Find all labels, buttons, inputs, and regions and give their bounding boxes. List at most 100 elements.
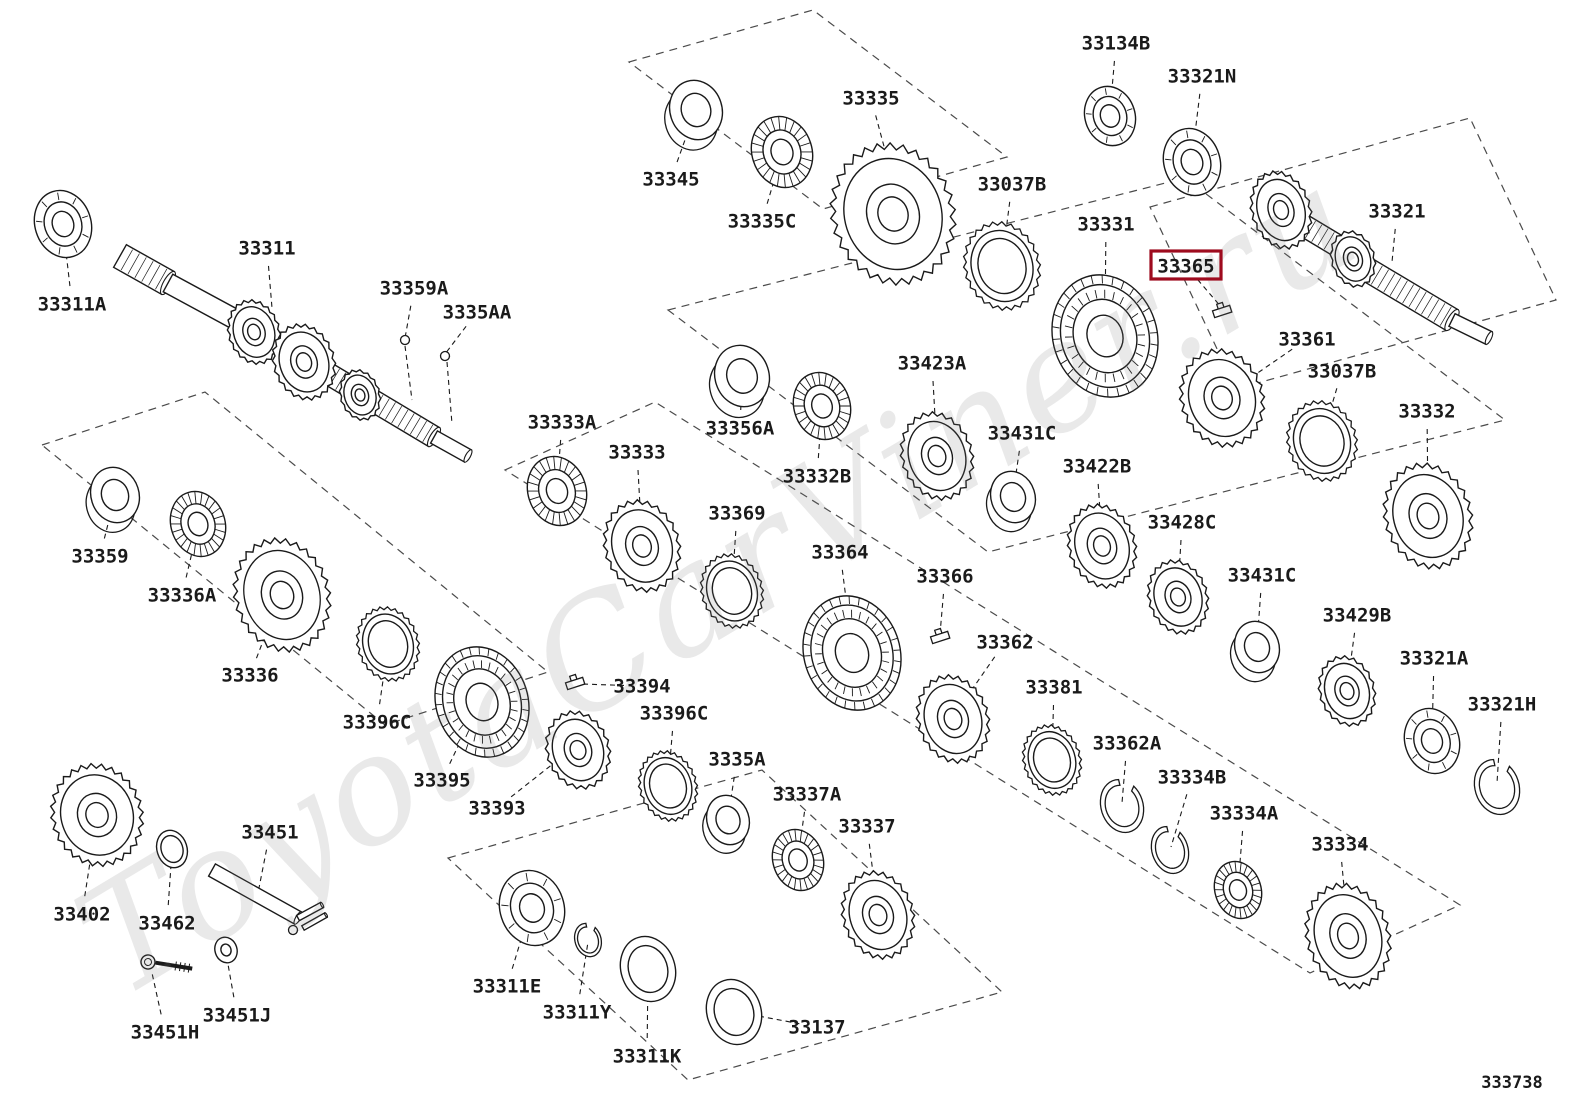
part-label-33451[interactable]: 33451 [241,822,298,844]
part-label-33332[interactable]: 33332 [1398,401,1455,423]
part-33393 [544,709,612,791]
part-number-text: 33334A [1210,803,1279,825]
part-label-33359[interactable]: 33359 [71,546,128,568]
part-label-33336[interactable]: 33336 [221,665,278,687]
part-33337 [840,869,916,961]
group-outline [1149,117,1557,390]
part-label-33334[interactable]: 33334 [1311,834,1368,856]
part-number-text: 33394 [613,676,670,698]
part-label-33334B[interactable]: 33334B [1158,767,1227,789]
part-label-33394[interactable]: 33394 [613,676,670,698]
part-label-33396C[interactable]: 33396C [640,703,709,725]
part-label-33381[interactable]: 33381 [1025,677,1082,699]
part-label-33321N[interactable]: 33321N [1168,66,1237,88]
part-label-33345[interactable]: 33345 [642,169,699,191]
diagram-number: 333738 [1481,1073,1542,1093]
part-label-33364[interactable]: 33364 [811,542,868,564]
part-label-33333A[interactable]: 33333A [528,412,597,434]
part-33335 [829,141,957,287]
part-label-33334A[interactable]: 33334A [1210,803,1279,825]
part-label-33321A[interactable]: 33321A [1400,648,1469,670]
part-label-33336A[interactable]: 33336A [148,585,217,607]
part-33359A [399,334,411,346]
part-33431C-2 [1229,620,1281,683]
part-33037B-2 [1285,399,1359,483]
part-label-33335[interactable]: 33335 [842,88,899,110]
part-3335AA [439,350,451,362]
part-label-33311K[interactable]: 33311K [613,1046,682,1068]
part-33428C [1146,558,1210,636]
part-label-33462[interactable]: 33462 [138,913,195,935]
part-label-3335AA[interactable]: 3335AA [443,302,512,324]
part-label-33431C[interactable]: 33431C [988,423,1057,445]
part-33334B [1150,825,1190,875]
part-number-text: 33337 [838,816,895,838]
part-label-33361[interactable]: 33361 [1278,329,1335,351]
part-label-33369[interactable]: 33369 [708,503,765,525]
part-label-33428C[interactable]: 33428C [1148,512,1217,534]
part-label-33331[interactable]: 33331 [1077,214,1134,236]
part-number-text: 33321A [1400,648,1469,670]
part-33335C [750,115,814,189]
part-number-text: 33321H [1468,694,1537,716]
part-label-33335C[interactable]: 33335C [728,211,797,233]
part-label-3335A[interactable]: 3335A [708,749,766,771]
part-label-33134B[interactable]: 33134B [1082,33,1151,55]
part-label-33321[interactable]: 33321 [1368,201,1425,223]
leader-line [404,305,412,339]
part-33137 [705,978,763,1046]
part-label-33037B[interactable]: 33037B [978,174,1047,196]
part-33396C-2 [637,749,699,823]
part-number-text: 33336A [148,585,217,607]
part-label-33429B[interactable]: 33429B [1323,605,1392,627]
part-label-33362A[interactable]: 33362A [1093,733,1162,755]
part-label-33402[interactable]: 33402 [53,904,110,926]
part-label-33431C[interactable]: 33431C [1228,565,1297,587]
leader-line [1229,348,1293,393]
part-label-33311[interactable]: 33311 [238,238,295,260]
part-label-33311E[interactable]: 33311E [473,976,542,998]
part-33333 [602,498,682,594]
part-label-33423A[interactable]: 33423A [898,353,967,375]
part-number-text: 33362 [976,632,1033,654]
part-label-33333[interactable]: 33333 [608,442,665,464]
part-label-33311A[interactable]: 33311A [38,294,107,316]
part-33321A [1403,707,1461,775]
part-label-33321H[interactable]: 33321H [1468,694,1537,716]
part-number-text: 33361 [1278,329,1335,351]
part-number-text: 33334 [1311,834,1368,856]
part-label-33311Y[interactable]: 33311Y [543,1002,612,1024]
part-label-33337A[interactable]: 33337A [773,784,842,806]
part-number-text: 33451 [241,822,298,844]
part-number-text: 33422B [1063,456,1132,478]
part-label-33451J[interactable]: 33451J [203,1005,272,1027]
part-label-33356A[interactable]: 33356A [706,418,775,440]
part-label-33393[interactable]: 33393 [468,798,525,820]
leader-line [1191,93,1201,159]
part-number-text: 33321 [1368,201,1425,223]
part-label-33337[interactable]: 33337 [838,816,895,838]
part-number-text: 33311K [613,1046,682,1068]
part-number-text: 33462 [138,913,195,935]
part-label-33137[interactable]: 33137 [788,1017,845,1039]
part-label-33332B[interactable]: 33332B [783,466,852,488]
part-label-33366[interactable]: 33366 [916,566,973,588]
part-label-33396C[interactable]: 33396C [343,712,412,734]
part-33451H [140,954,193,973]
part-number-text: 33396C [343,712,412,734]
part-label-33359A[interactable]: 33359A [380,278,449,300]
part-33364 [802,595,902,711]
group-outline [503,401,1462,974]
part-label-33362[interactable]: 33362 [976,632,1033,654]
part-33394 [564,673,586,691]
part-label-33395[interactable]: 33395 [413,770,470,792]
part-label-33422B[interactable]: 33422B [1063,456,1132,478]
part-label-33037B[interactable]: 33037B [1308,361,1377,383]
part-33334A [1213,860,1263,920]
part-number-text: 33402 [53,904,110,926]
part-label-33451H[interactable]: 33451H [131,1022,200,1044]
part-number-text: 33356A [706,418,775,440]
part-label-33365[interactable]: 33365 [1149,249,1223,281]
part-33431C [985,470,1037,533]
part-number-text: 33134B [1082,33,1151,55]
